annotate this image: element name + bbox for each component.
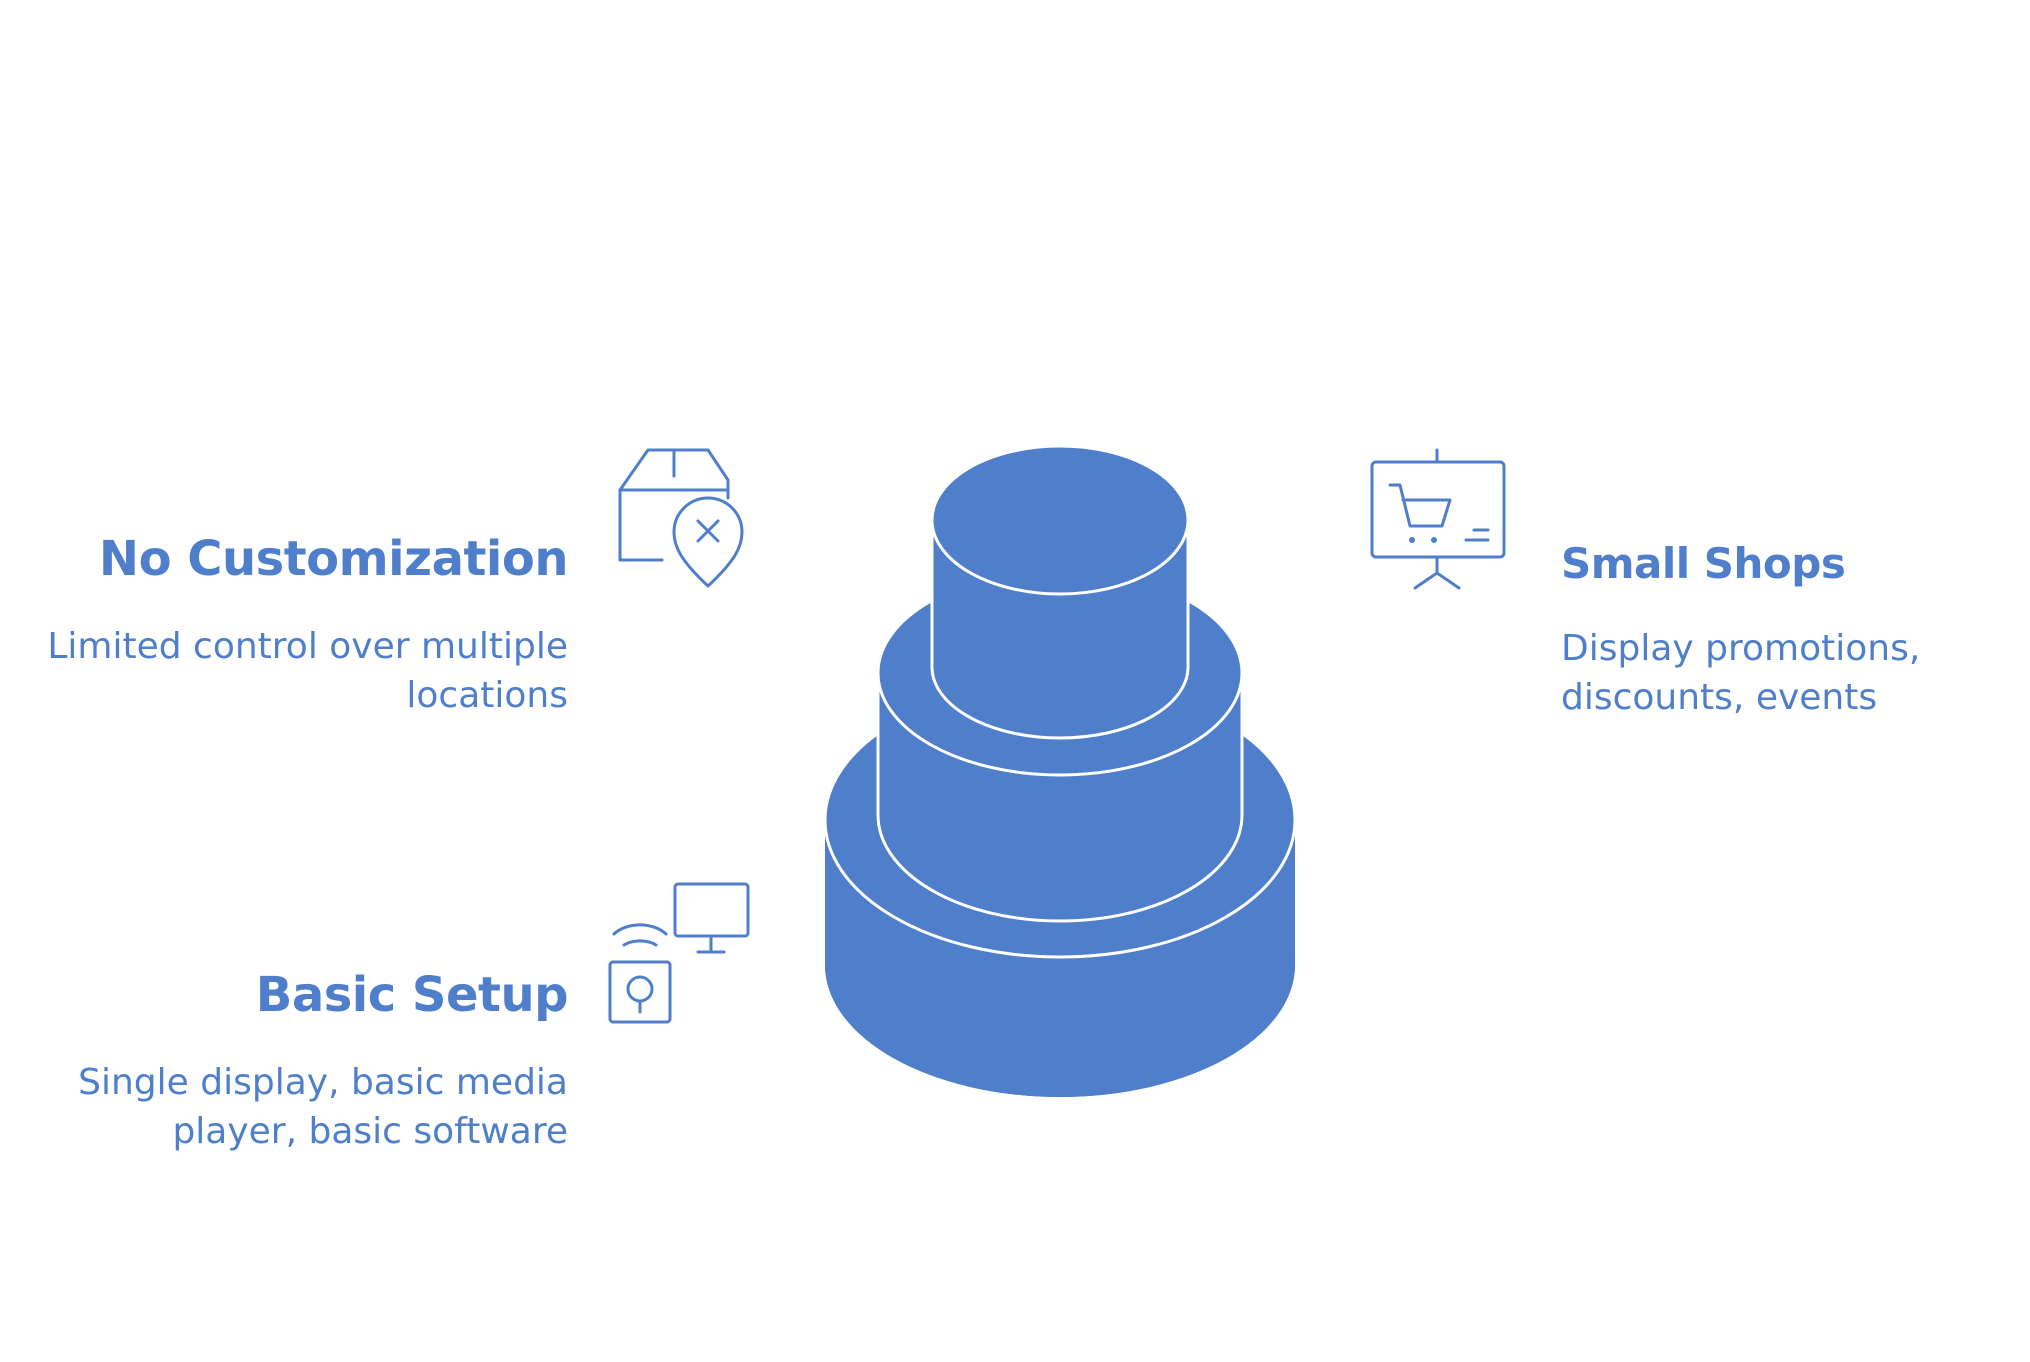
label-no-customization: No Customization Limited control over mu…: [8, 530, 568, 720]
label-title: Basic Setup: [255, 967, 569, 1023]
label-title: No Customization: [98, 531, 569, 587]
box-location-x-icon: [618, 448, 744, 588]
shopping-cart-display-board-icon: [1370, 448, 1506, 590]
monitor-wireless-speaker-icon: [608, 882, 750, 1024]
tier-top: [930, 444, 1190, 740]
label-title: Small Shops: [1561, 539, 1846, 588]
label-description: Limited control over multiple locations: [47, 626, 568, 716]
label-description: Display promotions, discounts, events: [1561, 628, 1921, 718]
label-small-shops: Small Shops Display promotions, discount…: [1561, 538, 2001, 722]
label-description: Single display, basic media player, basi…: [78, 1062, 568, 1152]
label-basic-setup: Basic Setup Single display, basic media …: [8, 966, 568, 1156]
